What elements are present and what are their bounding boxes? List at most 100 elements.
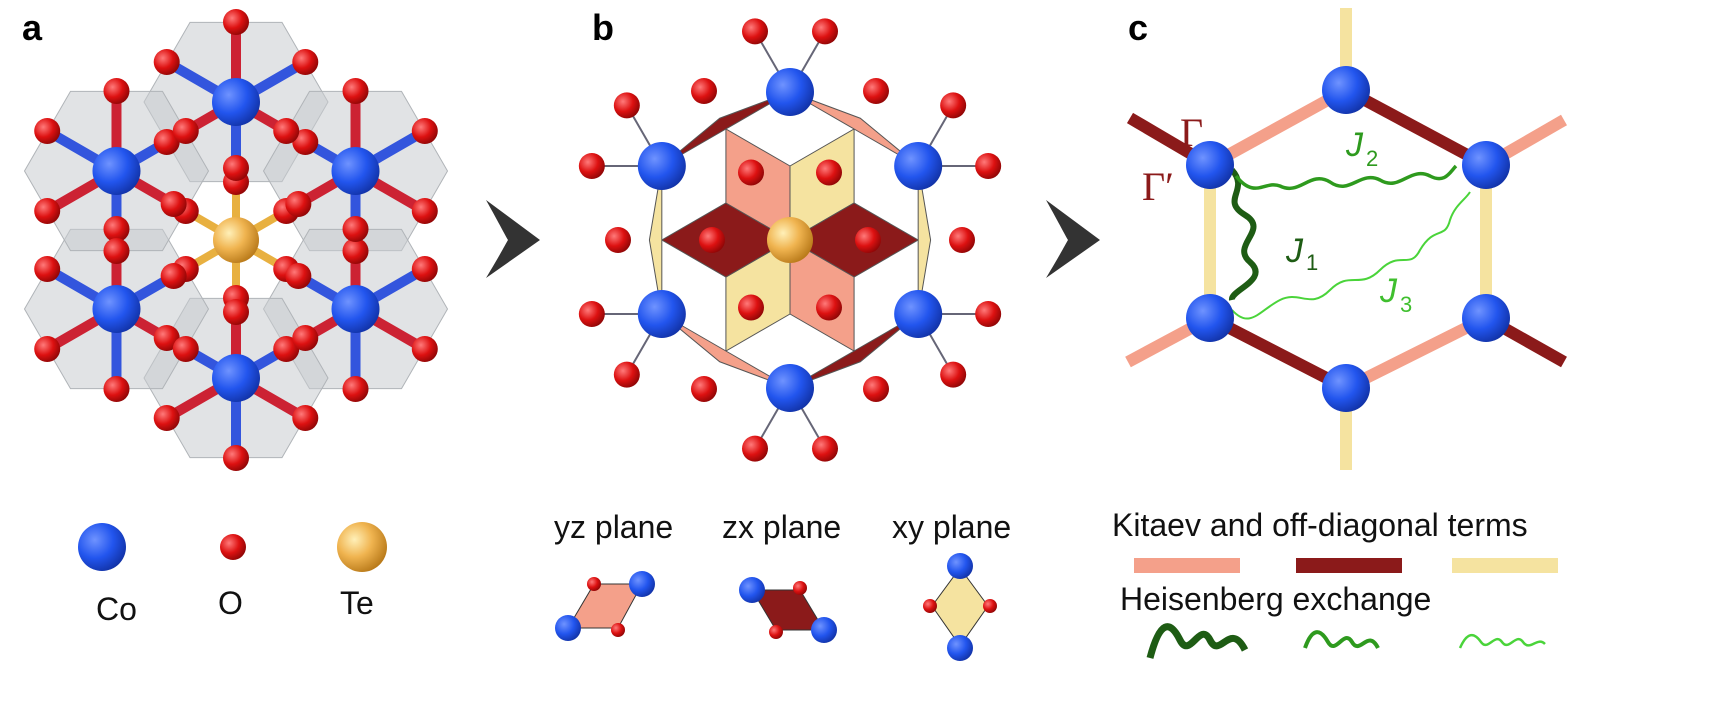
co-atom xyxy=(637,142,686,190)
o-atom xyxy=(223,445,249,471)
j2-subscript: 2 xyxy=(1366,146,1378,171)
co-atom xyxy=(1462,294,1510,342)
o-atom xyxy=(699,227,725,253)
co-atom xyxy=(331,285,380,333)
o-atom xyxy=(292,129,319,155)
heisenberg-legend-title: Heisenberg exchange xyxy=(1120,581,1431,617)
bond-yellow-swatch xyxy=(1452,558,1558,573)
o-atom xyxy=(285,263,312,289)
te-atom xyxy=(767,217,813,263)
co-atom xyxy=(212,354,260,402)
xy-plane-icon xyxy=(923,553,997,661)
o-atom xyxy=(292,405,319,431)
j1-subscript: 1 xyxy=(1306,250,1318,275)
o-atom xyxy=(223,9,249,35)
interaction-legend: Kitaev and off-diagonal terms Heisenberg… xyxy=(1112,507,1558,659)
kitaev-legend-title: Kitaev and off-diagonal terms xyxy=(1112,507,1528,543)
o-atom xyxy=(172,118,199,144)
panel-c: c Γ Γ′ J 1 J 2 J 3 xyxy=(1125,7,1567,470)
te-atom-icon xyxy=(337,522,387,572)
co-atom xyxy=(92,147,141,195)
o-atom xyxy=(691,78,717,105)
o-atom xyxy=(103,78,130,104)
o-atom xyxy=(812,18,838,45)
o-atom xyxy=(285,191,312,217)
o-atom xyxy=(940,361,967,388)
o-atom xyxy=(103,376,130,402)
o-atom xyxy=(34,336,61,362)
co-atom xyxy=(212,78,260,126)
o-atom xyxy=(691,375,717,402)
te-legend-label: Te xyxy=(340,585,374,621)
o-legend-label: O xyxy=(218,585,243,621)
o-atom xyxy=(153,405,180,431)
panel-c-label: c xyxy=(1128,7,1148,48)
bond-light-swatch xyxy=(1134,558,1240,573)
co-legend-label: Co xyxy=(96,591,137,627)
o-atom xyxy=(103,238,130,264)
o-atom xyxy=(816,294,842,321)
bond-light xyxy=(1343,312,1489,394)
arrow-icon xyxy=(486,200,540,278)
j1-wave-swatch xyxy=(1146,623,1249,659)
co-atom xyxy=(766,68,814,116)
co-atom xyxy=(92,285,141,333)
o-atom xyxy=(411,198,438,224)
o-atom xyxy=(153,325,180,351)
co-atom xyxy=(1462,141,1510,189)
o-atom xyxy=(223,299,249,325)
co-atom xyxy=(766,364,814,412)
j3-subscript: 3 xyxy=(1400,292,1412,317)
o-atom xyxy=(738,159,764,186)
gamma-prime-label: Γ′ xyxy=(1142,164,1174,209)
o-atom xyxy=(292,49,319,75)
co-atom xyxy=(1322,364,1370,412)
yz-plane-icon xyxy=(555,571,655,641)
o-atom xyxy=(975,153,1002,179)
o-atom xyxy=(34,198,61,224)
zx-plane-label: zx plane xyxy=(722,509,841,545)
o-atom xyxy=(411,336,438,362)
o-atom xyxy=(742,435,768,462)
panel-b-structure xyxy=(578,18,1002,462)
o-atom xyxy=(742,18,768,45)
o-atom xyxy=(816,159,842,186)
o-atom xyxy=(949,227,975,253)
o-atom xyxy=(34,118,61,144)
o-atom xyxy=(738,294,764,321)
o-atom xyxy=(172,336,199,362)
atom-legend: Co O Te xyxy=(78,522,387,627)
o-atom xyxy=(342,78,369,104)
o-atom xyxy=(411,256,438,282)
zx-plane-icon xyxy=(739,577,837,643)
j3-wave-swatch xyxy=(1458,634,1546,649)
o-atom xyxy=(223,155,249,181)
o-atom xyxy=(855,227,881,253)
j1-wave xyxy=(1229,167,1259,301)
co-atom xyxy=(894,142,943,190)
o-atom xyxy=(613,361,640,388)
panel-c-honeycomb xyxy=(1125,8,1567,470)
j3-label: J xyxy=(1379,272,1398,310)
o-atom xyxy=(578,301,605,327)
o-atom xyxy=(160,191,187,217)
o-atom xyxy=(613,92,640,119)
panel-b: b xyxy=(578,7,1002,462)
co-atom xyxy=(1186,294,1234,342)
o-atom xyxy=(605,227,631,253)
o-atom xyxy=(812,435,838,462)
j3-wave xyxy=(1231,191,1471,320)
o-atom xyxy=(160,263,187,289)
arrow-icon xyxy=(1046,200,1100,278)
panel-b-label: b xyxy=(592,7,614,48)
o-atom xyxy=(273,336,300,362)
o-atom xyxy=(863,78,889,105)
panel-a-structure xyxy=(23,9,449,471)
o-atom xyxy=(103,216,130,242)
j2-wave-swatch xyxy=(1303,630,1380,650)
o-atom xyxy=(863,375,889,402)
j1-label: J xyxy=(1285,232,1304,270)
o-atom xyxy=(342,238,369,264)
o-atom xyxy=(411,118,438,144)
o-atom xyxy=(34,256,61,282)
